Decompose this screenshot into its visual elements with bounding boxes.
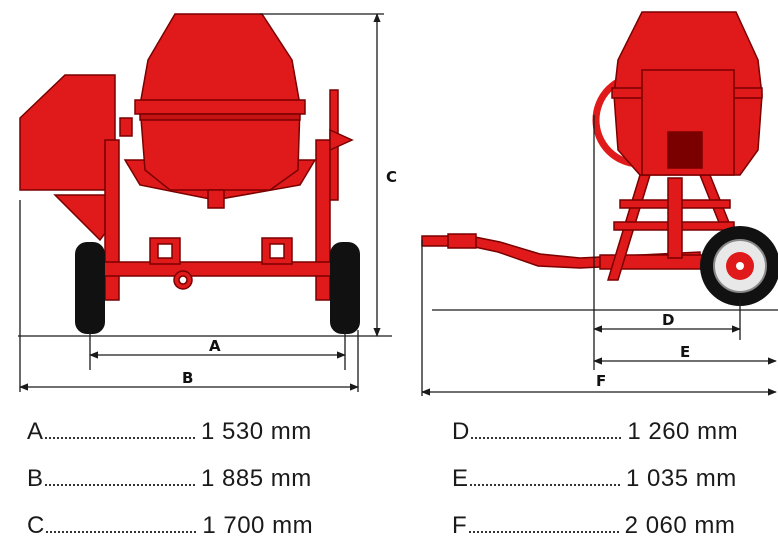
spec-value: 1 700 mm <box>202 512 314 539</box>
dim-label-d: D <box>662 311 674 329</box>
spec-value: 1 885 mm <box>201 465 312 492</box>
spec-row-c: C 1 700 mm <box>27 512 313 540</box>
leader-dots <box>46 530 197 533</box>
spec-row-e: E 1 035 mm <box>452 465 737 493</box>
dim-label-a: A <box>209 337 221 355</box>
dim-label-f: F <box>596 372 606 390</box>
dim-label-e: E <box>680 343 690 361</box>
spec-letter: C <box>27 512 45 539</box>
spec-value: 1 035 mm <box>626 465 737 492</box>
spec-letter: A <box>27 418 44 445</box>
dim-label-b: B <box>182 369 193 387</box>
front-view-mixer <box>19 13 354 301</box>
spec-row-a: A 1 530 mm <box>27 418 312 446</box>
mixer-diagram: A B C D E F <box>18 11 778 396</box>
leader-dots <box>45 483 196 486</box>
spec-letter: D <box>452 418 470 445</box>
leader-dots <box>45 436 196 439</box>
side-dimensions <box>421 115 778 396</box>
spec-letter: F <box>452 512 467 539</box>
front-dimensions <box>18 13 392 392</box>
spec-row-d: D 1 260 mm <box>452 418 738 446</box>
spec-value: 1 530 mm <box>201 418 312 445</box>
spec-row-b: B 1 885 mm <box>27 465 312 493</box>
front-frame-rail <box>99 261 336 277</box>
spec-letter: B <box>27 465 44 492</box>
spec-letter: E <box>452 465 469 492</box>
spec-value: 1 260 mm <box>627 418 739 445</box>
leader-dots <box>471 436 622 439</box>
leader-dots <box>468 530 619 533</box>
side-wheel <box>700 226 778 306</box>
spec-row-f: F 2 060 mm <box>452 512 735 540</box>
spec-value: 2 060 mm <box>624 512 736 539</box>
dim-label-c: C <box>386 168 397 186</box>
hopper <box>19 74 116 191</box>
front-wheels <box>75 242 360 334</box>
leader-dots <box>470 483 621 486</box>
